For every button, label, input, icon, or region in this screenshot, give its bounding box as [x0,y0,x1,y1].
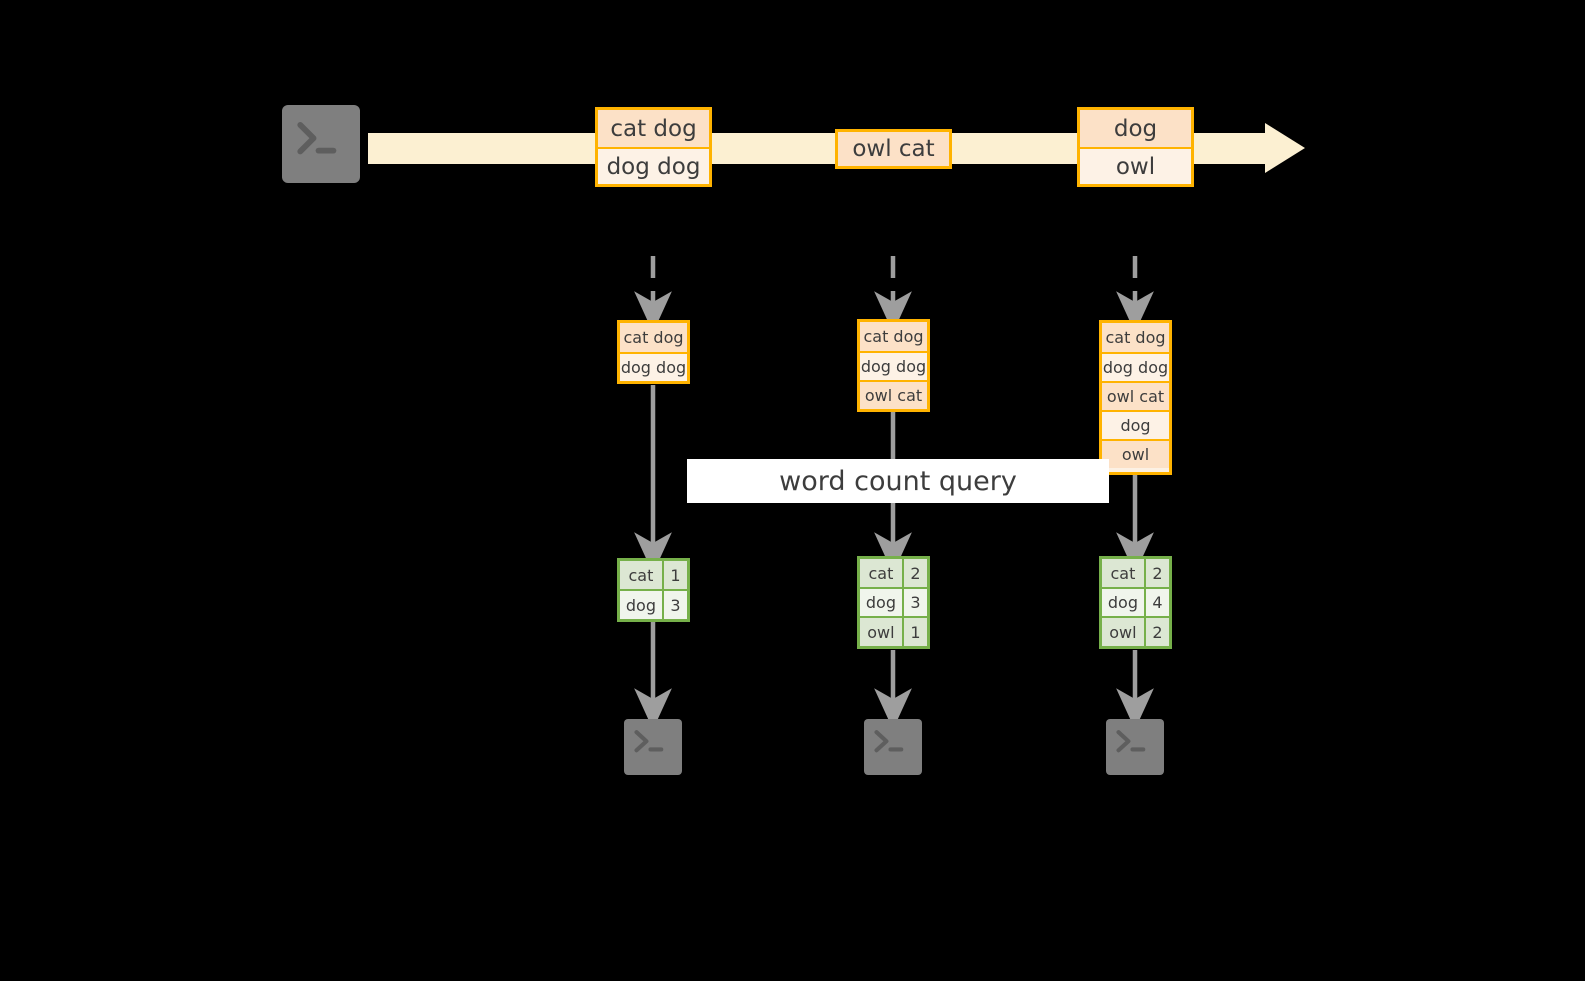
table-row: dog 3 [860,587,927,618]
count-cell: 4 [1143,587,1169,618]
terminal-prompt-glyph-icon [634,730,664,753]
snapshot-1-input-box: cat dog dog dog [617,320,690,384]
record-line: dog dog [598,147,709,184]
count-cell: 1 [901,616,927,646]
word-cell: dog [620,589,664,619]
terminal-face [624,719,682,775]
table-row: owl 1 [860,616,927,646]
snapshot-3-input-box: cat dog dog dog owl cat dog owl [1099,320,1172,475]
terminal-prompt-glyph-icon [874,730,904,753]
table-row: dog 3 [620,589,687,619]
snapshot-1-counts-table: cat 1 dog 3 [617,558,690,622]
terminal-face [282,105,360,183]
snapshot-3-counts-table: cat 2 dog 4 owl 2 [1099,556,1172,649]
table-row: owl 2 [1102,616,1169,646]
record-line: owl [1102,439,1169,468]
stream-record-batch-2: owl cat [835,129,952,169]
sink-terminal-icon-1 [618,713,688,781]
terminal-prompt-glyph-icon [297,122,337,155]
record-line: cat dog [1102,323,1169,352]
count-cell: 3 [661,589,687,619]
word-cell: cat [1102,559,1146,589]
word-cell: cat [860,559,904,589]
word-cell: owl [860,616,904,646]
terminal-face [1106,719,1164,775]
record-line: dog dog [1102,352,1169,381]
record-line: dog [1102,410,1169,439]
stream-record-batch-3: dog owl [1077,107,1194,187]
count-cell: 2 [1143,616,1169,646]
stream-arrow-head-icon [1265,123,1305,173]
word-count-query-label: word count query [687,459,1109,503]
table-row: cat 2 [1102,559,1169,589]
sink-terminal-icon-2 [858,713,928,781]
terminal-prompt-glyph-icon [1116,730,1146,753]
word-cell: cat [620,561,664,591]
table-row: dog 4 [1102,587,1169,618]
record-line: dog [1080,110,1191,147]
record-line: cat dog [598,110,709,147]
table-row: cat 1 [620,561,687,591]
count-cell: 3 [901,587,927,618]
record-line: dog dog [620,352,687,381]
record-line: owl cat [860,380,927,409]
record-line: cat dog [860,322,927,351]
count-cell: 1 [661,561,687,591]
record-line: owl cat [838,132,949,166]
record-line: cat dog [620,323,687,352]
snapshot-2-input-box: cat dog dog dog owl cat [857,319,930,412]
record-line: owl [1080,147,1191,184]
count-cell: 2 [1143,559,1169,589]
word-cell: dog [860,587,904,618]
count-cell: 2 [901,559,927,589]
table-row: cat 2 [860,559,927,589]
stream-record-batch-1: cat dog dog dog [595,107,712,187]
record-line: owl cat [1102,381,1169,410]
word-cell: owl [1102,616,1146,646]
sink-terminal-icon-3 [1100,713,1170,781]
terminal-face [864,719,922,775]
word-cell: dog [1102,587,1146,618]
record-line: dog dog [860,351,927,380]
snapshot-2-counts-table: cat 2 dog 3 owl 1 [857,556,930,649]
source-terminal-icon [274,97,368,191]
